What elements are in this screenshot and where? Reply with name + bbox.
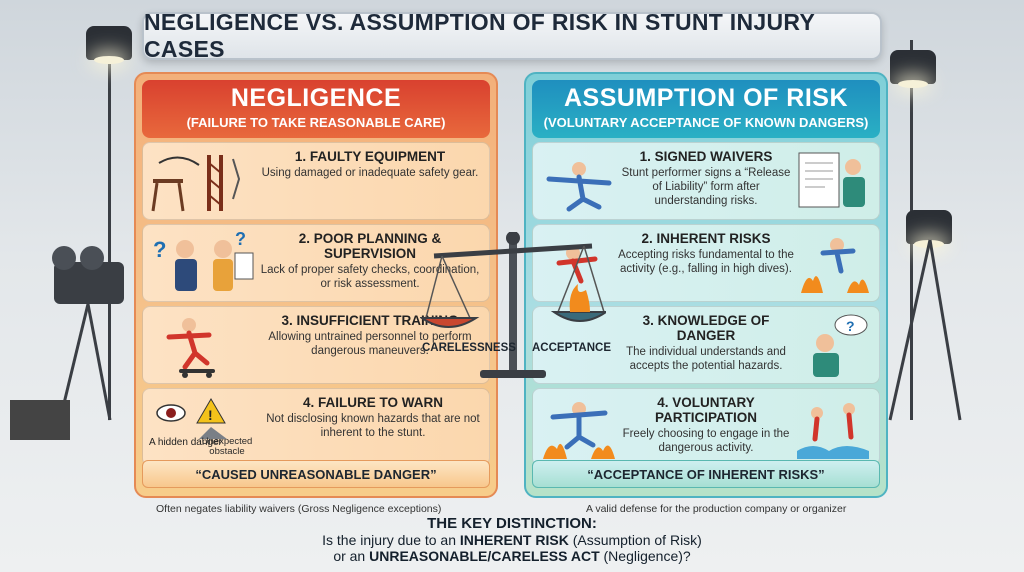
- fire-icon: [569, 284, 590, 312]
- acceptance-label: ACCEPTANCE: [532, 342, 612, 354]
- studio-light-icon: [86, 26, 132, 64]
- assumption-header: ASSUMPTION OF RISK (VOLUNTARY ACCEPTANCE…: [532, 80, 880, 138]
- negligence-item-1-desc: Using damaged or inadequate safety gear.: [261, 167, 479, 179]
- studio-light-icon: [906, 210, 952, 248]
- carelessness-label: CARELESSNESS: [422, 342, 516, 354]
- negligence-item-2-desc: Lack of proper safety checks, coordinati…: [260, 264, 480, 290]
- assumption-item-3-desc: The individual understands and accepts t…: [626, 346, 786, 372]
- document-icon: [798, 152, 865, 208]
- scale-of-justice: CARELESSNESS ACCEPTANCE: [418, 231, 611, 382]
- assumption-panel: ASSUMPTION OF RISK (VOLUNTARY ACCEPTANCE…: [524, 72, 888, 498]
- negligence-heading: NEGLIGENCE: [230, 84, 402, 112]
- assumption-heading: ASSUMPTION OF RISK: [563, 84, 848, 112]
- negligence-item-1-title: 1. FAULTY EQUIPMENT: [294, 149, 446, 164]
- assumption-item-2-desc: Accepting risks fundamental to the activ…: [618, 249, 794, 275]
- assumption-item-4-title: 4. VOLUNTARY PARTICIPATION: [655, 395, 757, 425]
- negligence-subheading: (FAILURE TO TAKE REASONABLE CARE): [186, 115, 446, 130]
- key-line-1-pre: Is the injury due to an: [322, 532, 460, 548]
- negligence-item-4-desc: Not disclosing known hazards that are no…: [266, 413, 480, 439]
- key-heading: THE KEY DISTINCTION:: [427, 515, 597, 532]
- assumption-item-1-title: 1. SIGNED WAIVERS: [639, 149, 773, 164]
- hidden-danger-icon: ! A hidden danger: [149, 398, 227, 448]
- assumption-item-2: 2. INHERENT RISKS Accepting risks fundam…: [532, 224, 880, 302]
- negligence-panel: NEGLIGENCE (FAILURE TO TAKE REASONABLE C…: [134, 72, 498, 498]
- svg-text:?: ?: [846, 318, 855, 334]
- svg-text:?: ?: [235, 231, 246, 249]
- assumption-subheading: (VOLUNTARY ACCEPTANCE OF KNOWN DANGERS): [543, 115, 869, 130]
- thinking-person-icon: ?: [813, 314, 868, 377]
- negligence-item-2: ? ? 2. POOR PLANNING & SUPERVISION Lack …: [142, 224, 490, 302]
- assumption-item-1: 1. SIGNED WAIVERS Stunt performer signs …: [532, 142, 880, 220]
- key-line-1-post: (Assumption of Risk): [568, 532, 702, 548]
- title-text: NEGLIGENCE VS. ASSUMPTION OF RISK IN STU…: [144, 9, 815, 62]
- negligence-item-3-title: 3. INSUFFICIENT TRAINING: [281, 313, 459, 328]
- assumption-item-1-desc: Stunt performer signs a “Release of Liab…: [621, 167, 791, 207]
- svg-text:?: ?: [153, 237, 166, 262]
- negligence-item-4-title: 4. FAILURE TO WARN: [302, 395, 443, 410]
- assumption-banner: “ACCEPTANCE OF INHERENT RISKS”: [532, 460, 880, 488]
- negligence-item-3-desc: Allowing untrained personnel to perform …: [268, 331, 472, 357]
- skateboarder-icon: [166, 318, 215, 378]
- supervision-icon: ? ?: [153, 231, 254, 291]
- studio-light-icon: [890, 50, 936, 88]
- negligence-header: NEGLIGENCE (FAILURE TO TAKE REASONABLE C…: [142, 80, 490, 138]
- hidden-danger-label: A hidden danger: [149, 437, 223, 448]
- key-line-2: or an UNREASONABLE/CARELESS ACT (Neglige…: [150, 548, 874, 564]
- warning-icon: [196, 398, 226, 424]
- key-line-1-bold: INHERENT RISK: [459, 532, 569, 548]
- skydiver-icon: [546, 162, 612, 212]
- page-title: NEGLIGENCE VS. ASSUMPTION OF RISK IN STU…: [142, 9, 882, 62]
- assumption-item-3-title: 3. KNOWLEDGE OF DANGER: [642, 313, 770, 343]
- negligence-item-4: ! A hidden danger 4. FAILURE TO WARN Not…: [142, 388, 490, 466]
- key-distinction: THE KEY DISTINCTION: Is the injury due t…: [150, 515, 874, 564]
- negligence-item-2-title: 2. POOR PLANNING & SUPERVISION: [298, 231, 442, 261]
- assumption-item-4-desc: Freely choosing to engage in the dangero…: [622, 428, 790, 454]
- key-line-2-post: (Negligence)?: [599, 548, 691, 564]
- unexpected-obstacle-label: Unexpected obstacle: [201, 436, 253, 458]
- key-line-1: Is the injury due to an INHERENT RISK (A…: [150, 532, 874, 548]
- faulty-equipment-icon: [151, 155, 241, 212]
- fire-icon: [801, 238, 869, 293]
- jumper-icon: [543, 402, 615, 459]
- key-line-2-pre: or an: [333, 548, 370, 564]
- scale-icon: [418, 231, 610, 378]
- negligence-footnote: Often negates liability waivers (Gross N…: [156, 503, 442, 515]
- assumption-item-2-title: 2. INHERENT RISKS: [641, 231, 771, 246]
- water-divers-icon: [797, 403, 869, 459]
- negligence-item-1: 1. FAULTY EQUIPMENT Using damaged or ina…: [142, 142, 490, 220]
- negligence-banner: “CAUSED UNREASONABLE DANGER”: [142, 460, 490, 488]
- assumption-item-4: 4. VOLUNTARY PARTICIPATION Freely choosi…: [532, 388, 880, 466]
- svg-text:!: !: [208, 407, 213, 423]
- assumption-footnote: A valid defense for the production compa…: [586, 503, 847, 515]
- key-line-2-bold: UNREASONABLE/CARELESS ACT: [369, 548, 600, 564]
